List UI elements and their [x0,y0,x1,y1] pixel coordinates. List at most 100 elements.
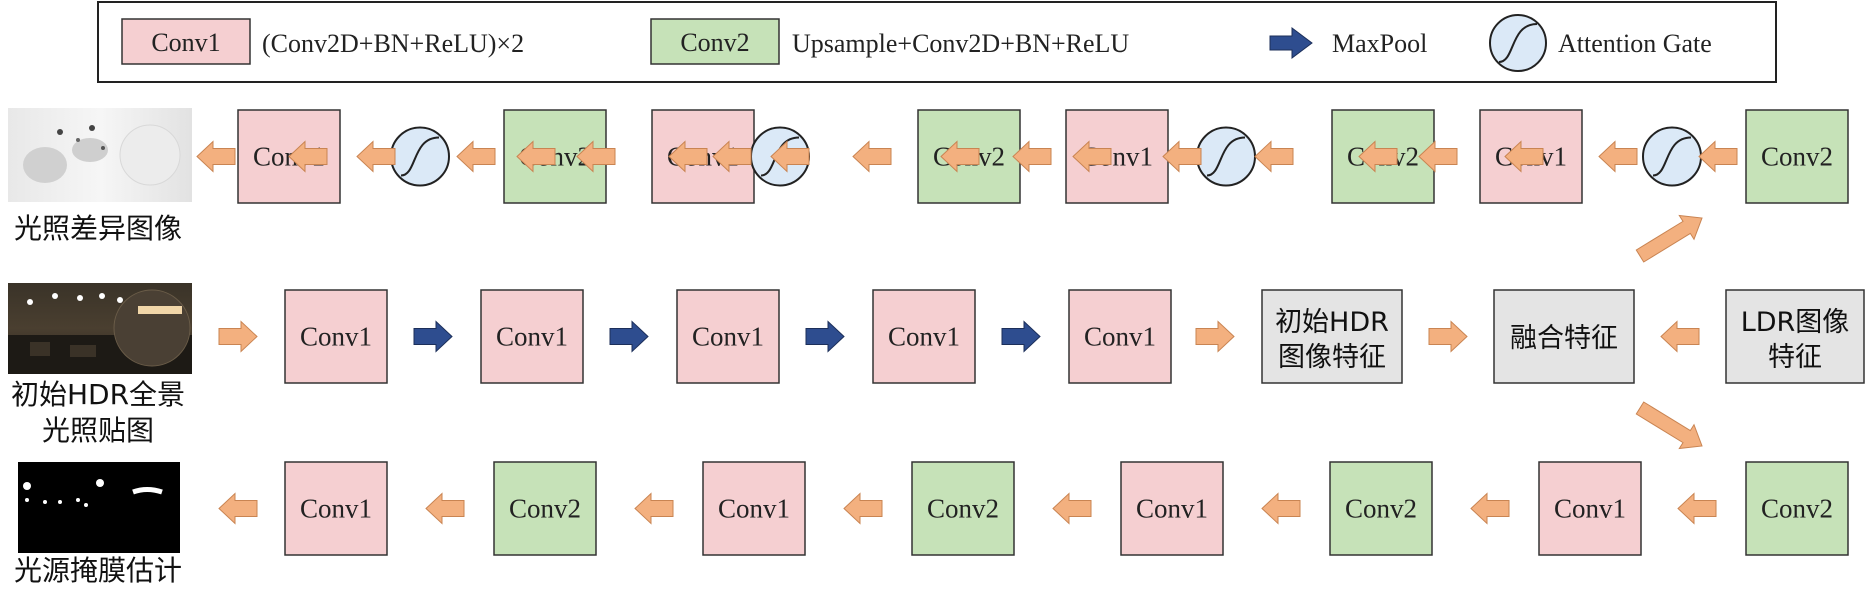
legend-conv2-desc: Upsample+Conv2D+BN+ReLU [792,29,1129,58]
encoder-block-1-label: Conv1 [300,322,372,352]
bottom-block-4-label: Conv2 [927,494,999,524]
top-flow-arrow-icon-2 [1598,140,1638,173]
top-flow-arrow-icon-6 [1254,140,1294,173]
top-flow-arrow-icon-3 [1504,140,1544,173]
encoder-block-5-box [1068,289,1172,384]
bottom-flow-arrow-icon-7 [1470,492,1510,525]
mid-input-arrow-icon [218,320,258,353]
ldr-feature-line2: 特征 [1768,342,1822,373]
fusion-feature-box [1493,289,1635,384]
encoder-block-5-label: Conv1 [1084,322,1156,352]
top-flow-arrow-icon-9 [1012,140,1052,173]
top-flow-arrow-icon-8 [1072,140,1112,173]
bottom-block-1-box [284,461,388,556]
middle-branch: 初始HDR全景 光照贴图 Conv1 Conv1 Conv1 Conv1 Conv1 初… [8,283,1865,447]
top-flow-arrow-icon-18 [356,140,396,173]
top-flow-arrow-icon-20 [196,140,236,173]
initial-hdr-label-line2: 光照贴图 [42,414,154,447]
maxpool-arrow-icon-1 [413,320,453,353]
initial-hdr-label-line1: 初始HDR全景 [11,378,185,411]
bottom-block-2-label: Conv2 [509,494,581,524]
bottom-block-8-box [1745,461,1849,556]
top-flow-arrow-icon-7 [1162,140,1202,173]
top-flow-arrow-icon-5 [1358,140,1398,173]
hdr-to-fusion-arrow-icon [1428,320,1468,353]
top-branch: 光照差异图像 Conv1Conv2Conv1Conv2Conv1Conv2Con… [8,108,1849,245]
encoder-block-3-label: Conv1 [692,322,764,352]
top-flow-arrow-icon-11 [852,140,892,173]
bottom-flow-arrow-icon-2 [425,492,465,525]
fusion-to-top-arrow-icon [1635,214,1703,263]
top-block-8-label: Conv2 [1761,142,1833,172]
bottom-block-4-box [911,461,1015,556]
top-flow-arrow-icon-12 [770,140,810,173]
illumination-difference-label: 光照差异图像 [14,212,182,245]
top-flow-arrow-icon-4 [1418,140,1458,173]
mid-to-hdr-arrow-icon [1195,320,1235,353]
encoder-block-4-label: Conv1 [888,322,960,352]
light-source-mask-image [18,462,180,553]
legend-conv1-desc: (Conv2D+BN+ReLU)×2 [262,29,524,58]
bottom-block-7-box [1538,461,1642,556]
bottom-block-2-box [493,461,597,556]
bottom-block-7-label: Conv1 [1554,494,1626,524]
maxpool-arrow-icon-2 [609,320,649,353]
bottom-block-3-label: Conv1 [718,494,790,524]
encoder-block-1-box [284,289,388,384]
bottom-block-3-box [702,461,806,556]
top-attention-gate-icon-2 [1196,126,1256,187]
illumination-difference-image [8,108,192,202]
bottom-block-1-label: Conv1 [300,494,372,524]
bottom-flow-arrow-icon-3 [634,492,674,525]
bottom-flow-arrow-icon-4 [843,492,883,525]
bottom-block-6-label: Conv2 [1345,494,1417,524]
top-attention-gate-icon-4 [390,126,450,187]
bottom-flow-arrow-icon-6 [1261,492,1301,525]
legend: Conv1 (Conv2D+BN+ReLU)×2 Conv2 Upsample+… [97,1,1777,83]
ldr-to-fusion-arrow-icon [1660,320,1700,353]
top-attention-gate-icon-1 [1642,126,1702,187]
top-flow-arrow-icon-19 [288,140,328,173]
hdr-feature-line2: 图像特征 [1278,342,1386,373]
legend-maxpool-desc: MaxPool [1332,29,1427,58]
legend-conv1-swatch [121,18,251,65]
bottom-block-5-label: Conv1 [1136,494,1208,524]
top-flow-arrow-icon-15 [576,140,616,173]
top-flow-arrow-icon-14 [668,140,708,173]
bottom-block-6-box [1329,461,1433,556]
legend-maxpool-arrow-icon [1269,27,1313,59]
legend-attention-desc: Attention Gate [1558,29,1712,58]
hdr-feature-box [1261,289,1403,384]
top-flow-arrow-icon-17 [456,140,496,173]
legend-conv2-label: Conv2 [680,28,749,57]
bottom-flow-arrow-icon-8 [1677,492,1717,525]
bottom-block-8-label: Conv2 [1761,494,1833,524]
hdr-feature-line1: 初始HDR [1275,307,1389,338]
initial-hdr-panorama-image [8,283,192,374]
fusion-to-bottom-arrow-icon [1635,401,1703,450]
bottom-flow-arrow-icon-5 [1052,492,1092,525]
ldr-feature-line1: LDR图像 [1741,307,1850,338]
encoder-block-2-label: Conv1 [496,322,568,352]
maxpool-arrow-icon-3 [805,320,845,353]
legend-conv1-label: Conv1 [151,28,220,57]
top-flow-arrow-icon-10 [940,140,980,173]
top-block-8-box [1745,109,1849,204]
encoder-block-4-box [872,289,976,384]
top-block-6-box [1331,109,1435,204]
legend-attention-gate-icon [1489,14,1547,72]
maxpool-arrow-icon-4 [1001,320,1041,353]
bottom-branch: 光源掩膜估计 Conv1 Conv2 Conv1 Conv2 Conv1 Conv2 Con… [14,461,1849,587]
fusion-feature-label: 融合特征 [1510,323,1618,354]
top-flow-arrow-icon-1 [1698,140,1738,173]
top-flow-arrow-icon-16 [516,140,556,173]
light-source-mask-label: 光源掩膜估计 [14,554,182,587]
bottom-block-5-box [1120,461,1224,556]
bottom-flow-arrow-icon-1 [218,492,258,525]
encoder-block-3-box [676,289,780,384]
top-flow-arrow-icon-13 [712,140,752,173]
legend-conv2-swatch [650,18,780,65]
ldr-feature-box [1725,289,1865,384]
encoder-block-2-box [480,289,584,384]
